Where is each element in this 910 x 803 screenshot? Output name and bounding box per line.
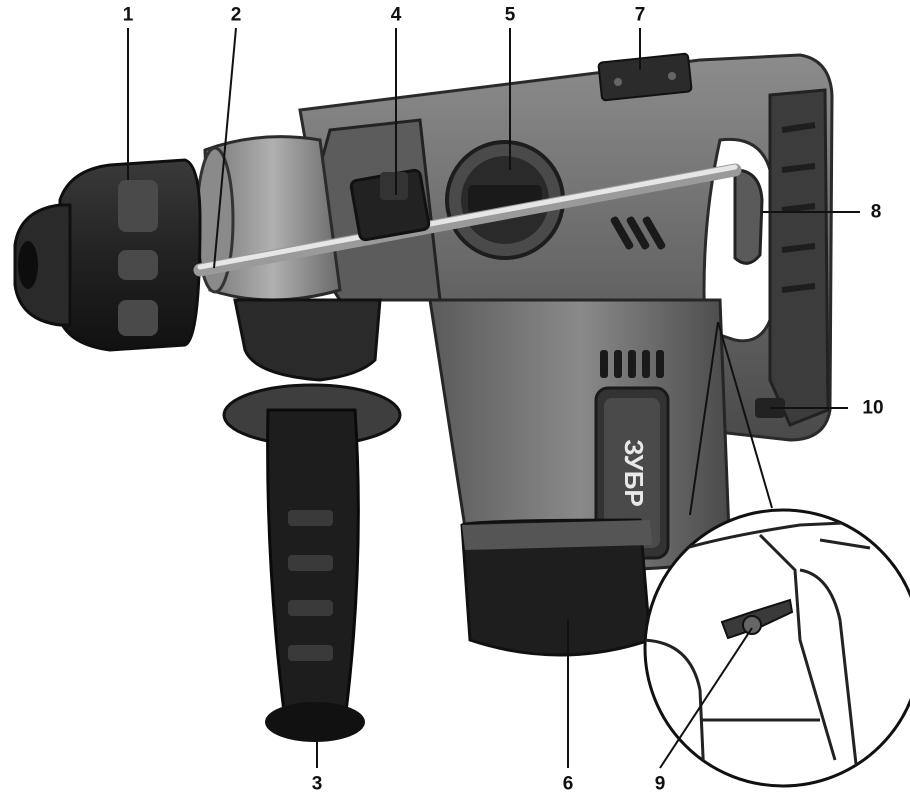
mode-switch-plate: [597, 52, 693, 102]
cooling-vents: [600, 216, 666, 378]
callout-4: 4: [390, 4, 402, 26]
side-handle-mount: [233, 298, 382, 382]
handle-ribs: [781, 122, 816, 293]
callout-10: 10: [862, 397, 884, 419]
callout-3: 3: [311, 773, 323, 795]
depth-stop-rod: [193, 163, 742, 277]
chuck-tip: [13, 203, 72, 327]
callout-1: 1: [122, 4, 134, 26]
detail-magnifier: [643, 321, 910, 788]
callout-9: 9: [654, 773, 666, 795]
callout-2: 2: [230, 4, 242, 26]
callout-8: 8: [870, 201, 882, 223]
callout-7: 7: [634, 4, 646, 26]
callout-5: 5: [504, 4, 516, 26]
callout-6: 6: [562, 773, 574, 795]
side-handle-cap: [265, 702, 365, 742]
rear-handle: [768, 88, 830, 427]
trigger: [733, 168, 764, 265]
leader-lines: [127, 27, 860, 769]
side-handle-ribs: [288, 510, 333, 661]
brand-badge: ЗУБР: [594, 386, 670, 560]
chuck-grip-ribs: [118, 180, 158, 336]
brand-text: ЗУБР: [619, 439, 649, 507]
